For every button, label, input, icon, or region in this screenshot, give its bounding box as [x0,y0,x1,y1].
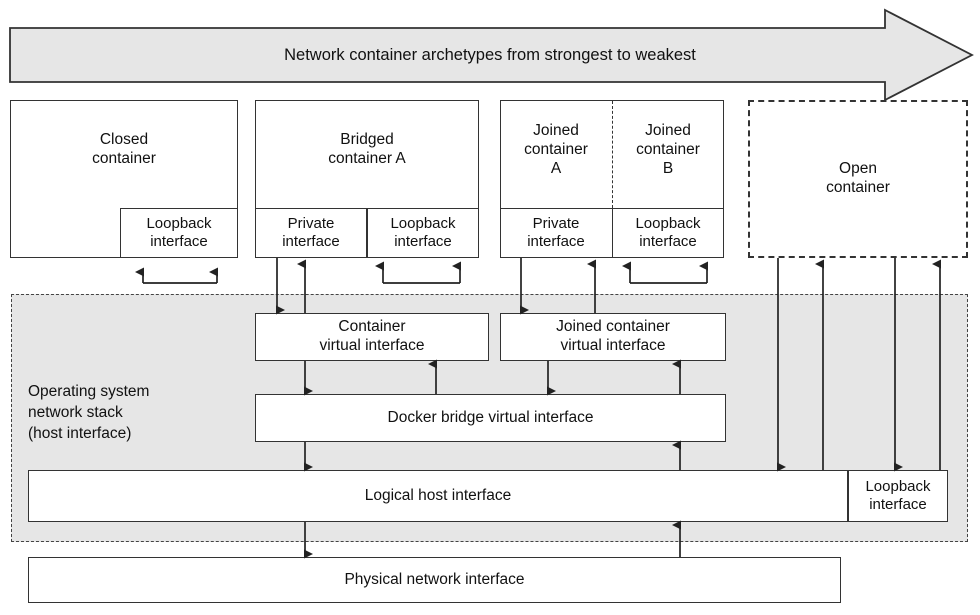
docker-bridge-virtual-interface-box[interactable]: Docker bridge virtual interface [255,394,726,442]
joined-container-split-divider [612,101,613,208]
open-container-title: Open container [826,160,890,196]
joined-private-interface-box[interactable]: Private interface [500,208,612,258]
bridged-loopback-interface-box[interactable]: Loopback interface [367,208,479,258]
joined-container-b-title: Joined container B [636,122,700,177]
bridged-private-interface-box[interactable]: Private interface [255,208,367,258]
open-container-box[interactable] [748,100,968,258]
bridged-loopback-loop-connector [375,261,461,284]
bridged-container-a-title: Bridged container A [328,131,406,167]
physical-network-interface-box[interactable]: Physical network interface [28,557,841,603]
closed-loopback-loop-connector [135,267,218,284]
host-loopback-interface-label: Loopback interface [865,477,931,513]
logical-host-interface-box[interactable]: Logical host interface [28,470,848,522]
joined-container-b-title-area[interactable]: Joined container B [612,100,724,208]
logical-host-interface-label: Logical host interface [364,486,512,504]
docker-bridge-virtual-interface-label: Docker bridge virtual interface [387,408,594,426]
joined-loopback-interface-box[interactable]: Loopback interface [612,208,724,258]
container-virtual-interface-label: Container virtual interface [319,318,425,354]
bridged-loopback-interface-label: Loopback interface [390,214,456,250]
bridged-private-interface-label: Private interface [282,214,340,250]
joined-container-virtual-interface-label: Joined container virtual interface [556,318,670,354]
joined-container-a-title-area[interactable]: Joined container A [500,100,612,208]
container-virtual-interface-box[interactable]: Container virtual interface [255,313,489,361]
joined-container-virtual-interface-box[interactable]: Joined container virtual interface [500,313,726,361]
closed-loopback-interface-box[interactable]: Loopback interface [120,208,238,258]
operating-system-network-stack-label: Operating system network stack (host int… [28,383,150,442]
closed-loopback-interface-label: Loopback interface [146,214,212,250]
joined-interfaces-vertical-divider [612,208,613,258]
banner-label: Network container archetypes from strong… [284,46,696,64]
joined-container-a-title: Joined container A [524,122,588,177]
closed-container-title: Closed container [92,131,156,167]
open-container-title-area: Open container [748,100,968,258]
physical-network-interface-label: Physical network interface [344,570,525,588]
host-loopback-interface-box[interactable]: Loopback interface [848,470,948,522]
joined-private-interface-label: Private interface [527,214,585,250]
joined-loopback-interface-label: Loopback interface [635,214,701,250]
joined-loopback-loop-connector [622,261,708,284]
